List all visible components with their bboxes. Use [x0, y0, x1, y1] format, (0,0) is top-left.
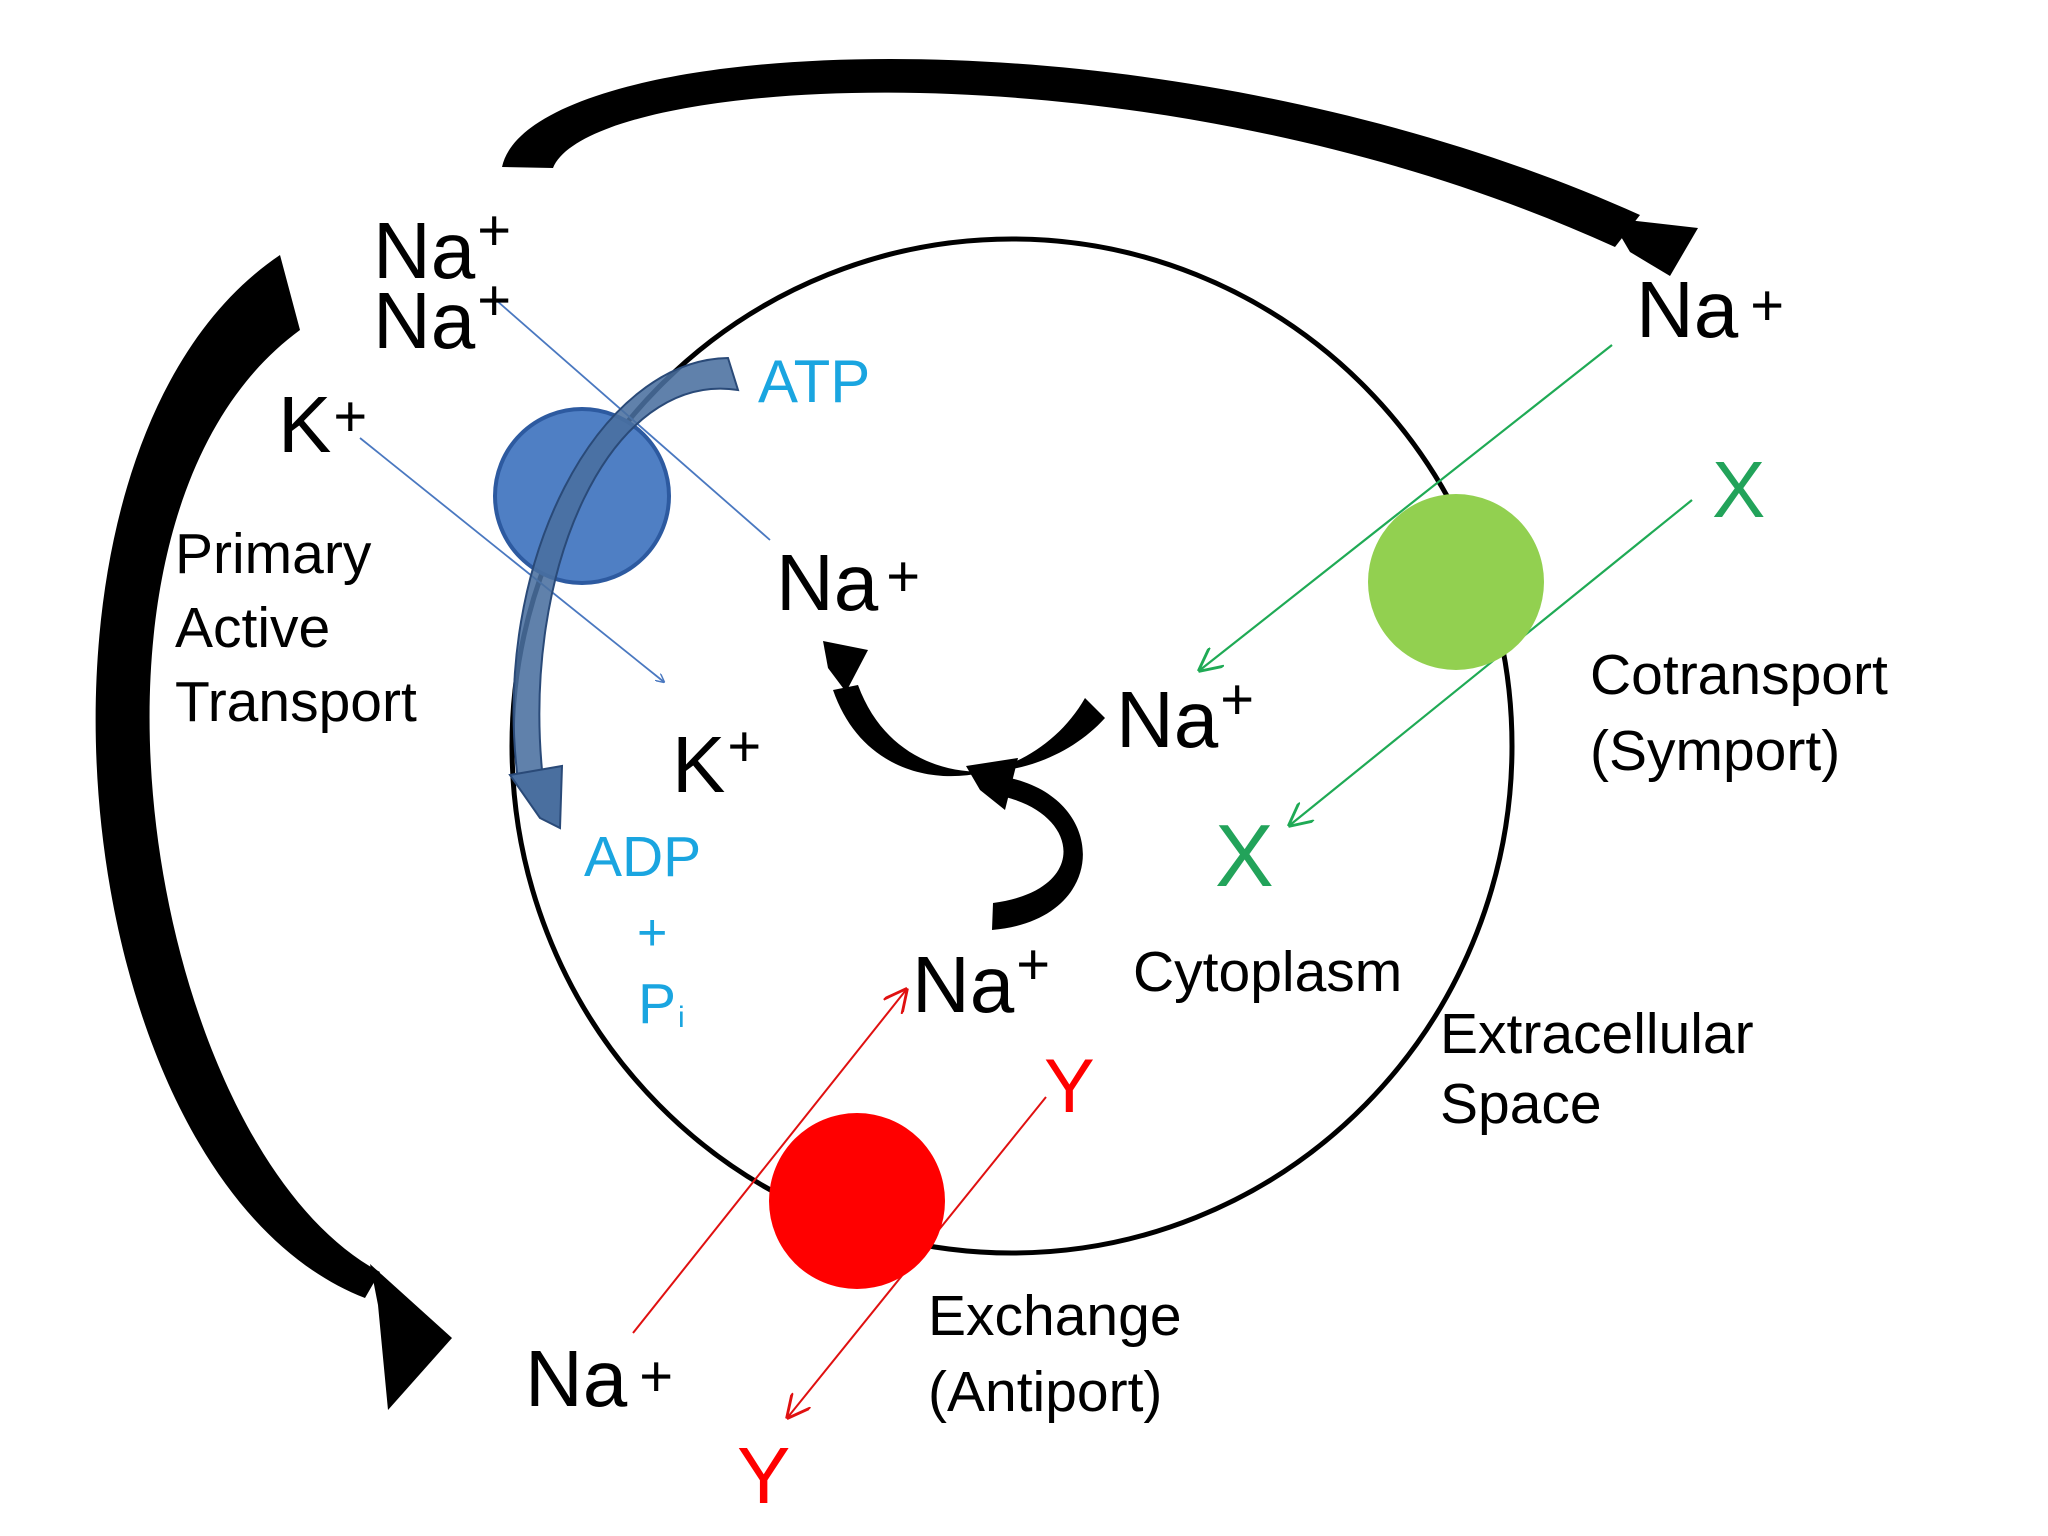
adp-plus: +: [637, 904, 667, 962]
na-ion-in: Na+: [776, 538, 920, 627]
x-solute-out: X: [1712, 445, 1765, 534]
atp-hydrolysis-arrowhead: [508, 764, 564, 830]
atp-label: ATP: [758, 348, 870, 415]
top-recycle-arrowhead: [1610, 218, 1698, 276]
center-curved-arrow-upper: [833, 685, 1105, 777]
center-curved-arrow-lower: [992, 778, 1083, 930]
exchange-label: Exchange (Antiport): [928, 1284, 1197, 1424]
antiport-na-line: [632, 990, 906, 1334]
y-solute-in: Y: [1044, 1044, 1095, 1129]
na-ion-center-bottom: Na+: [912, 932, 1050, 1029]
na-ion-symport-out: Na+: [1636, 265, 1784, 354]
symport-na-line: [1200, 344, 1613, 670]
k-ion-out: K+: [278, 380, 367, 469]
cell-membrane: [509, 236, 1515, 1256]
cytoplasm-label: Cytoplasm: [1133, 940, 1402, 1004]
center-arrowhead-up: [823, 641, 868, 692]
left-recycle-arrow: [95, 255, 380, 1298]
adp-label: ADP: [584, 825, 701, 889]
phosphate-label: Pi: [638, 972, 685, 1036]
na-ion-out-1: Na+: [373, 198, 511, 295]
symport-carrier: [1368, 494, 1544, 670]
x-solute-in: X: [1215, 806, 1274, 905]
antiport-carrier: [769, 1113, 945, 1289]
k-influx-line: [359, 437, 664, 682]
extracellular-label: Extracellular Space: [1440, 1002, 1769, 1136]
na-ion-out-2: Na+: [373, 268, 511, 365]
left-recycle-arrowhead: [370, 1264, 452, 1410]
cotransport-label: Cotransport (Symport): [1590, 643, 1904, 783]
na-ion-antiport-out: Na+: [525, 1334, 673, 1423]
top-recycle-arrow: [502, 58, 1640, 247]
y-solute-out: Y: [737, 1431, 790, 1520]
primary-label: Primary Active Transport: [175, 522, 417, 734]
na-ion-center-right: Na+: [1116, 667, 1254, 764]
k-ion-in: K+: [672, 714, 761, 809]
